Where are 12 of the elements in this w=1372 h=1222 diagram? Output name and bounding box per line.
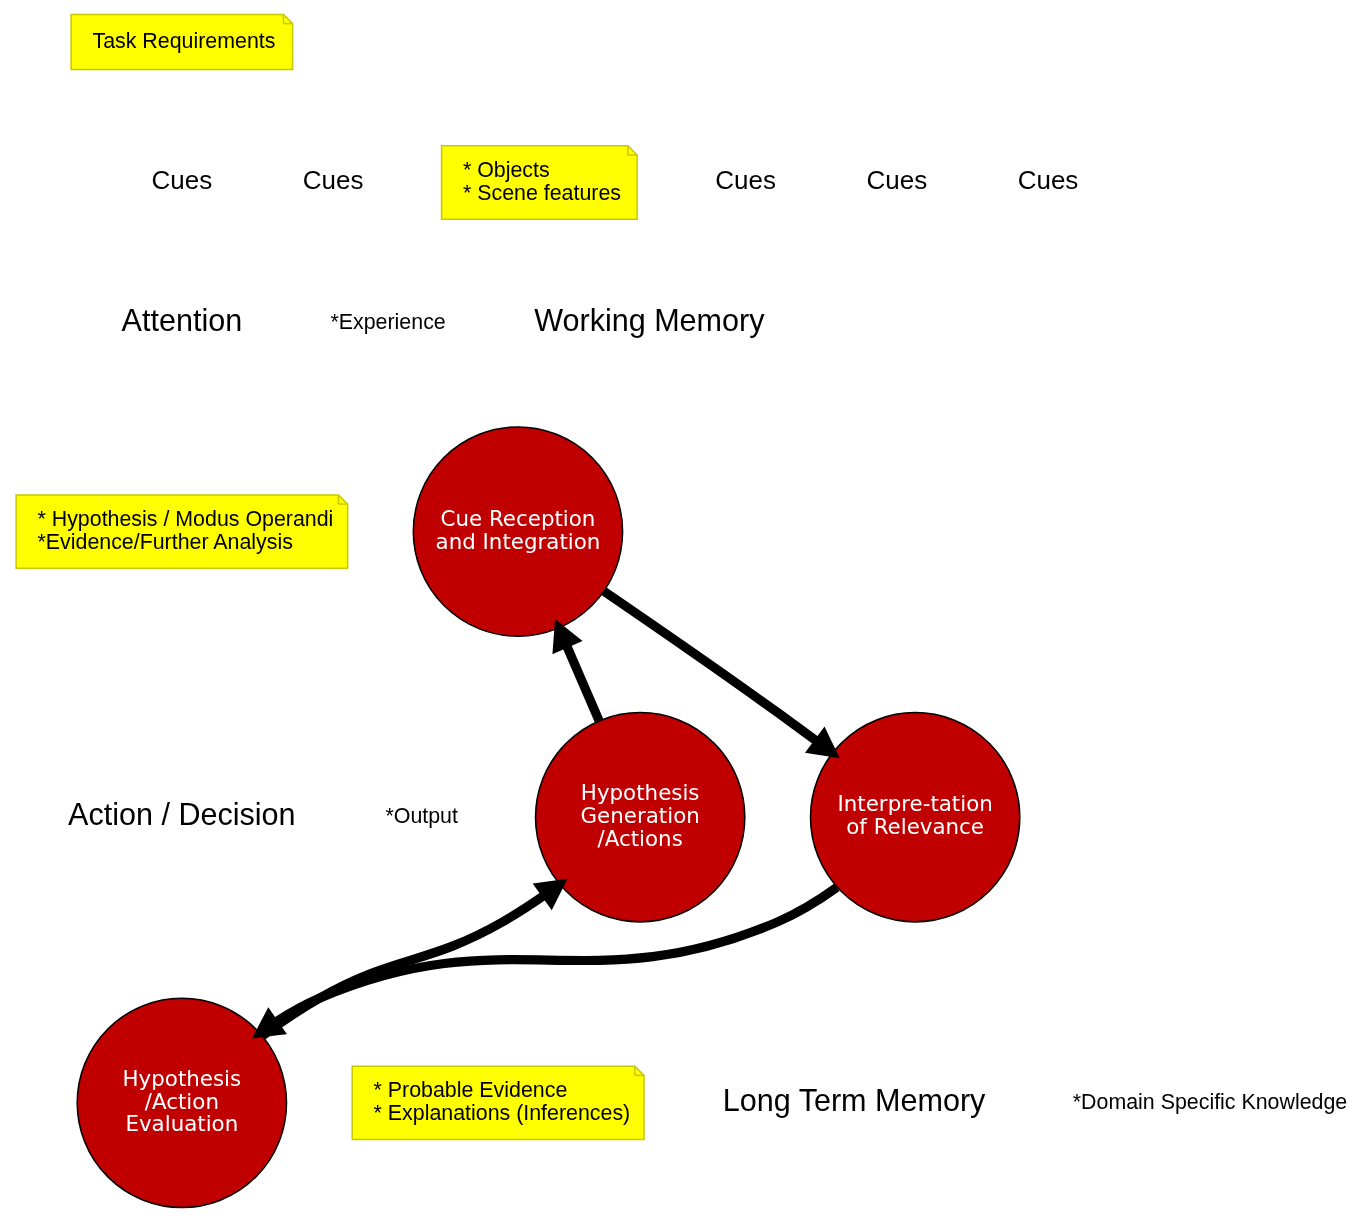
label: Cues <box>866 164 928 195</box>
label: Long Term Memory <box>722 1082 986 1117</box>
label: *Experience <box>330 309 446 334</box>
label: Cues <box>302 164 364 195</box>
label: Cues <box>151 164 213 195</box>
label: Attention <box>121 302 243 337</box>
label: Cues <box>715 164 776 195</box>
label: Action / Decision <box>68 796 296 831</box>
label: Cues <box>1017 164 1079 195</box>
label: *Output <box>385 803 458 828</box>
label: *Domain Specific Knowledge <box>1072 1089 1348 1114</box>
label: Working Memory <box>534 302 765 337</box>
